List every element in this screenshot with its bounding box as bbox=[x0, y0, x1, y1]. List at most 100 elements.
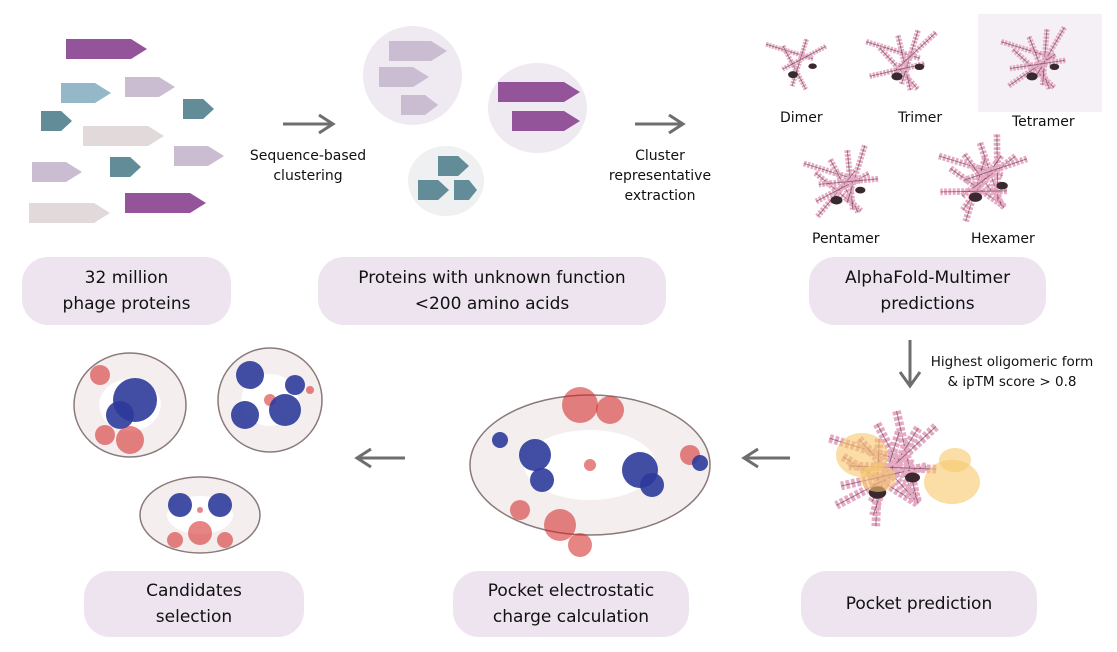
oligomer-label-tetramer: Tetramer bbox=[1012, 114, 1075, 130]
helix-dark-segment bbox=[914, 63, 925, 70]
helix-backbone bbox=[1042, 29, 1048, 86]
negative-charge-patch bbox=[197, 507, 203, 513]
helix-dark-segment bbox=[905, 472, 920, 483]
negative-charge-patch bbox=[116, 426, 144, 454]
helix-backbone bbox=[962, 155, 1002, 211]
negative-charge-patch bbox=[90, 365, 110, 385]
helix-backbone bbox=[963, 158, 1028, 181]
helix-bundle bbox=[802, 144, 879, 219]
positive-charge-patch bbox=[236, 361, 264, 389]
negative-charge-patch bbox=[544, 509, 576, 541]
positive-charge-patch bbox=[640, 473, 664, 497]
negative-charge-patch bbox=[95, 425, 115, 445]
negative-charge-patch bbox=[562, 387, 598, 423]
helix-bundle bbox=[865, 29, 938, 91]
negative-charge-patch bbox=[568, 533, 592, 557]
arrow-left-icon bbox=[354, 447, 405, 469]
step-phage-proteins: 32 million phage proteins bbox=[22, 257, 231, 325]
positive-charge-patch bbox=[492, 432, 508, 448]
helix-dark-segment bbox=[788, 71, 798, 79]
surface bbox=[139, 476, 261, 554]
positive-charge-patch bbox=[208, 493, 232, 517]
oligomer-label-pentamer: Pentamer bbox=[812, 231, 880, 247]
positive-charge-patch bbox=[692, 455, 708, 471]
helix-backbone bbox=[940, 190, 1007, 193]
gene-arrow-icon bbox=[418, 180, 449, 200]
helix-backbone bbox=[817, 170, 856, 217]
surface bbox=[73, 352, 187, 458]
helix-backbone bbox=[815, 173, 869, 202]
helix-backbone bbox=[1008, 53, 1056, 87]
gene-arrow-icon bbox=[32, 162, 82, 182]
step-alphafold: AlphaFold-Multimer predictions bbox=[809, 257, 1046, 325]
positive-charge-patch bbox=[231, 401, 259, 429]
gene-arrow-icon bbox=[379, 67, 429, 87]
gene-arrow-icon bbox=[125, 77, 175, 97]
helix-bundle bbox=[1000, 25, 1067, 90]
gene-arrow-icon bbox=[512, 111, 580, 131]
positive-charge-patch bbox=[285, 375, 305, 395]
positive-charge-patch bbox=[269, 394, 301, 426]
gene-arrow-icon bbox=[183, 99, 214, 119]
phage-protein-sequences bbox=[29, 39, 224, 223]
filter-label: Highest oligomeric form & ipTM score > 0… bbox=[930, 354, 1094, 390]
surface bbox=[217, 347, 323, 453]
helix-dark-segment bbox=[830, 196, 843, 205]
gene-arrow-icon bbox=[454, 180, 477, 200]
helix-dark-segment bbox=[968, 192, 983, 202]
helix-dark-segment bbox=[891, 72, 903, 81]
gene-arrow-icon bbox=[125, 193, 206, 213]
oligomer-label-dimer: Dimer bbox=[780, 110, 823, 126]
positive-charge-patch bbox=[519, 439, 551, 471]
positive-charge-patch bbox=[168, 493, 192, 517]
gene-arrow-icon bbox=[438, 156, 469, 176]
helix-bundle bbox=[938, 134, 1028, 223]
clustering-label: Sequence-based clustering bbox=[249, 148, 367, 184]
arrow-down-icon bbox=[898, 340, 922, 389]
step-candidates: Candidates selection bbox=[84, 571, 304, 637]
pocket-blob bbox=[924, 460, 980, 504]
gene-arrow-icon bbox=[61, 83, 111, 103]
helix-backbone bbox=[791, 39, 808, 87]
surface bbox=[469, 387, 711, 557]
negative-charge-patch bbox=[188, 521, 212, 545]
gene-arrow-icon bbox=[389, 41, 447, 61]
helix-dark-segment bbox=[996, 181, 1008, 190]
protein-structure-icon bbox=[765, 25, 1067, 223]
gene-arrow-icon bbox=[174, 146, 224, 166]
negative-charge-patch bbox=[306, 386, 314, 394]
gene-arrow-icon bbox=[401, 95, 438, 115]
candidate-surfaces bbox=[73, 347, 323, 554]
negative-charge-patch bbox=[217, 532, 233, 548]
negative-charge-patch bbox=[167, 532, 183, 548]
helix-dark-segment bbox=[808, 63, 817, 69]
helix-dark-segment bbox=[1026, 72, 1038, 81]
pocket-blob bbox=[860, 464, 896, 492]
negative-charge-patch bbox=[596, 396, 624, 424]
helix-backbone bbox=[1009, 59, 1066, 70]
helix-backbone bbox=[1035, 27, 1065, 77]
negative-charge-patch bbox=[510, 500, 530, 520]
helix-backbone bbox=[782, 45, 807, 90]
step-pocket-prediction: Pocket prediction bbox=[801, 571, 1037, 637]
cluster-circle-purple bbox=[488, 63, 587, 153]
helix-bundle bbox=[765, 38, 828, 91]
arrow-right-icon bbox=[635, 113, 686, 135]
gene-arrow-icon bbox=[41, 111, 72, 131]
gene-arrow-icon bbox=[110, 157, 141, 177]
gene-arrow-icon bbox=[83, 126, 164, 146]
gene-arrow-icon bbox=[498, 82, 580, 102]
gene-arrow-icon bbox=[66, 39, 147, 59]
step-electrostatic: Pocket electrostatic charge calculation bbox=[453, 571, 689, 637]
helix-dark-segment bbox=[855, 186, 866, 194]
gene-arrow-icon bbox=[29, 203, 110, 223]
helix-backbone bbox=[894, 32, 937, 71]
arrow-right-icon bbox=[283, 113, 336, 135]
pocket-structure-icon bbox=[828, 410, 980, 527]
step-unknown-function: Proteins with unknown function <200 amin… bbox=[318, 257, 666, 325]
positive-charge-patch bbox=[106, 401, 134, 429]
extraction-label: Cluster representative extraction bbox=[608, 148, 712, 204]
helix-backbone bbox=[782, 45, 827, 70]
helix-dark-segment bbox=[1049, 63, 1060, 70]
positive-charge-patch bbox=[530, 468, 554, 492]
